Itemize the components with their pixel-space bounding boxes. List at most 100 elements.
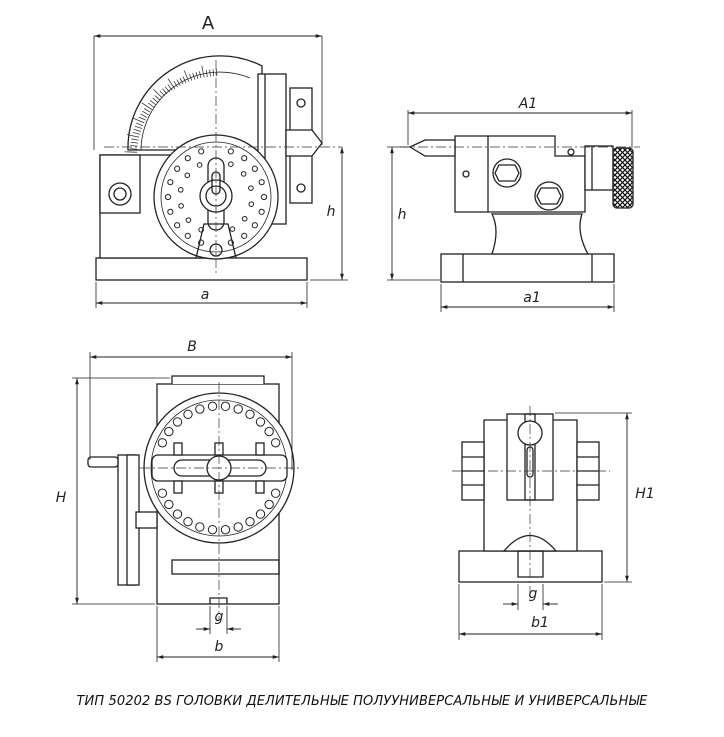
hole [178, 203, 184, 209]
hole [260, 193, 268, 201]
dim-label-g-side: g [529, 586, 538, 602]
hole [241, 155, 248, 162]
knurled-handwheel [612, 147, 634, 209]
scale-tick [133, 128, 141, 132]
hole [164, 193, 172, 201]
hole [264, 426, 274, 437]
hole [220, 524, 231, 535]
top-key-slot [209, 597, 228, 604]
scale-tick [130, 141, 139, 144]
front-bolt-hole [108, 182, 132, 206]
hex-bolt-1-head [494, 164, 520, 182]
hole [184, 155, 191, 162]
dim-label-b1: b1 [531, 615, 549, 631]
scale-tick [143, 108, 151, 113]
dim-label-g: g [215, 609, 224, 625]
hole [227, 148, 234, 155]
tailstock-body [454, 135, 586, 213]
hole [174, 222, 181, 229]
scale-tick [183, 70, 190, 82]
scale-tick [152, 97, 159, 103]
dim-label-H1: H1 [635, 486, 654, 502]
hole [195, 404, 205, 414]
hole [167, 179, 174, 186]
hole [248, 201, 255, 207]
grease-nipple-2 [567, 148, 575, 156]
crank-handle [87, 456, 119, 468]
scale-tick [140, 113, 148, 118]
scale-tick [167, 84, 173, 91]
scale-tick [179, 77, 184, 85]
grease-nipple-1 [462, 170, 470, 178]
hole [229, 226, 236, 232]
hex-bolt-2-head [536, 187, 562, 205]
hole [258, 208, 265, 215]
scale-tick [159, 90, 165, 97]
scale-tick [162, 88, 168, 95]
dim-label-H: H [56, 490, 67, 506]
hole [164, 499, 174, 510]
arm-hole-1 [296, 98, 306, 108]
scale-tick [147, 102, 155, 108]
dim-label-a1: a1 [523, 290, 541, 306]
scale-tick [153, 89, 163, 99]
hole [195, 522, 205, 532]
dim-label-A: A [202, 13, 215, 34]
scale-tick [132, 117, 145, 124]
scale-tick [142, 110, 149, 116]
hole [196, 162, 203, 168]
hole [264, 499, 274, 510]
scale-tick [129, 148, 138, 150]
scale-tick [205, 69, 208, 77]
hole [245, 409, 255, 420]
screw [255, 442, 265, 456]
front-view: A a h [93, 13, 348, 308]
hole [174, 165, 181, 172]
hole [157, 438, 168, 448]
dim-label-B: B [187, 339, 197, 355]
dim-label-h: h [327, 204, 336, 220]
dim-label-A1: A1 [518, 96, 537, 112]
hole [164, 426, 174, 437]
hole [245, 516, 255, 527]
spindle-nose [285, 129, 323, 157]
hex-bolt-2 [534, 181, 564, 211]
front-body-boss [99, 154, 141, 214]
index-plate-holes [164, 148, 268, 246]
hole [220, 401, 231, 412]
hole [270, 438, 281, 448]
hole [241, 232, 248, 239]
hex-bolt-1 [492, 158, 522, 188]
hole [183, 409, 193, 420]
scale-tick [138, 116, 146, 121]
sector-scale [124, 65, 218, 153]
hole [183, 516, 193, 527]
hole [241, 215, 248, 222]
scale-tick [199, 71, 202, 79]
scale-tick [182, 76, 187, 84]
scale-tick [167, 78, 176, 89]
scale-tick [212, 69, 214, 77]
scale-tick [173, 80, 178, 88]
dim-label-a: a [201, 287, 210, 303]
tailstock-base [440, 253, 615, 283]
hole [233, 522, 243, 532]
hole [240, 171, 247, 177]
scale-tick [189, 73, 193, 81]
hole [255, 509, 266, 519]
hole [258, 179, 265, 186]
scale-tick [150, 100, 157, 106]
scale-tick [141, 102, 153, 110]
arm-hole-3 [296, 183, 306, 193]
hole [177, 187, 184, 193]
caption: ТИП 50202 BS ГОЛОВКИ ДЕЛИТЕЛЬНЫЕ ПОЛУУНИ… [76, 694, 648, 709]
screw [255, 480, 265, 494]
dim-label-b: b [215, 639, 224, 655]
hole [198, 148, 205, 155]
hole [207, 401, 218, 412]
tailstock-center [408, 139, 456, 157]
hole [255, 417, 266, 427]
top-lower-step [171, 559, 280, 575]
tailstock-column [490, 213, 590, 255]
screw [173, 480, 183, 494]
